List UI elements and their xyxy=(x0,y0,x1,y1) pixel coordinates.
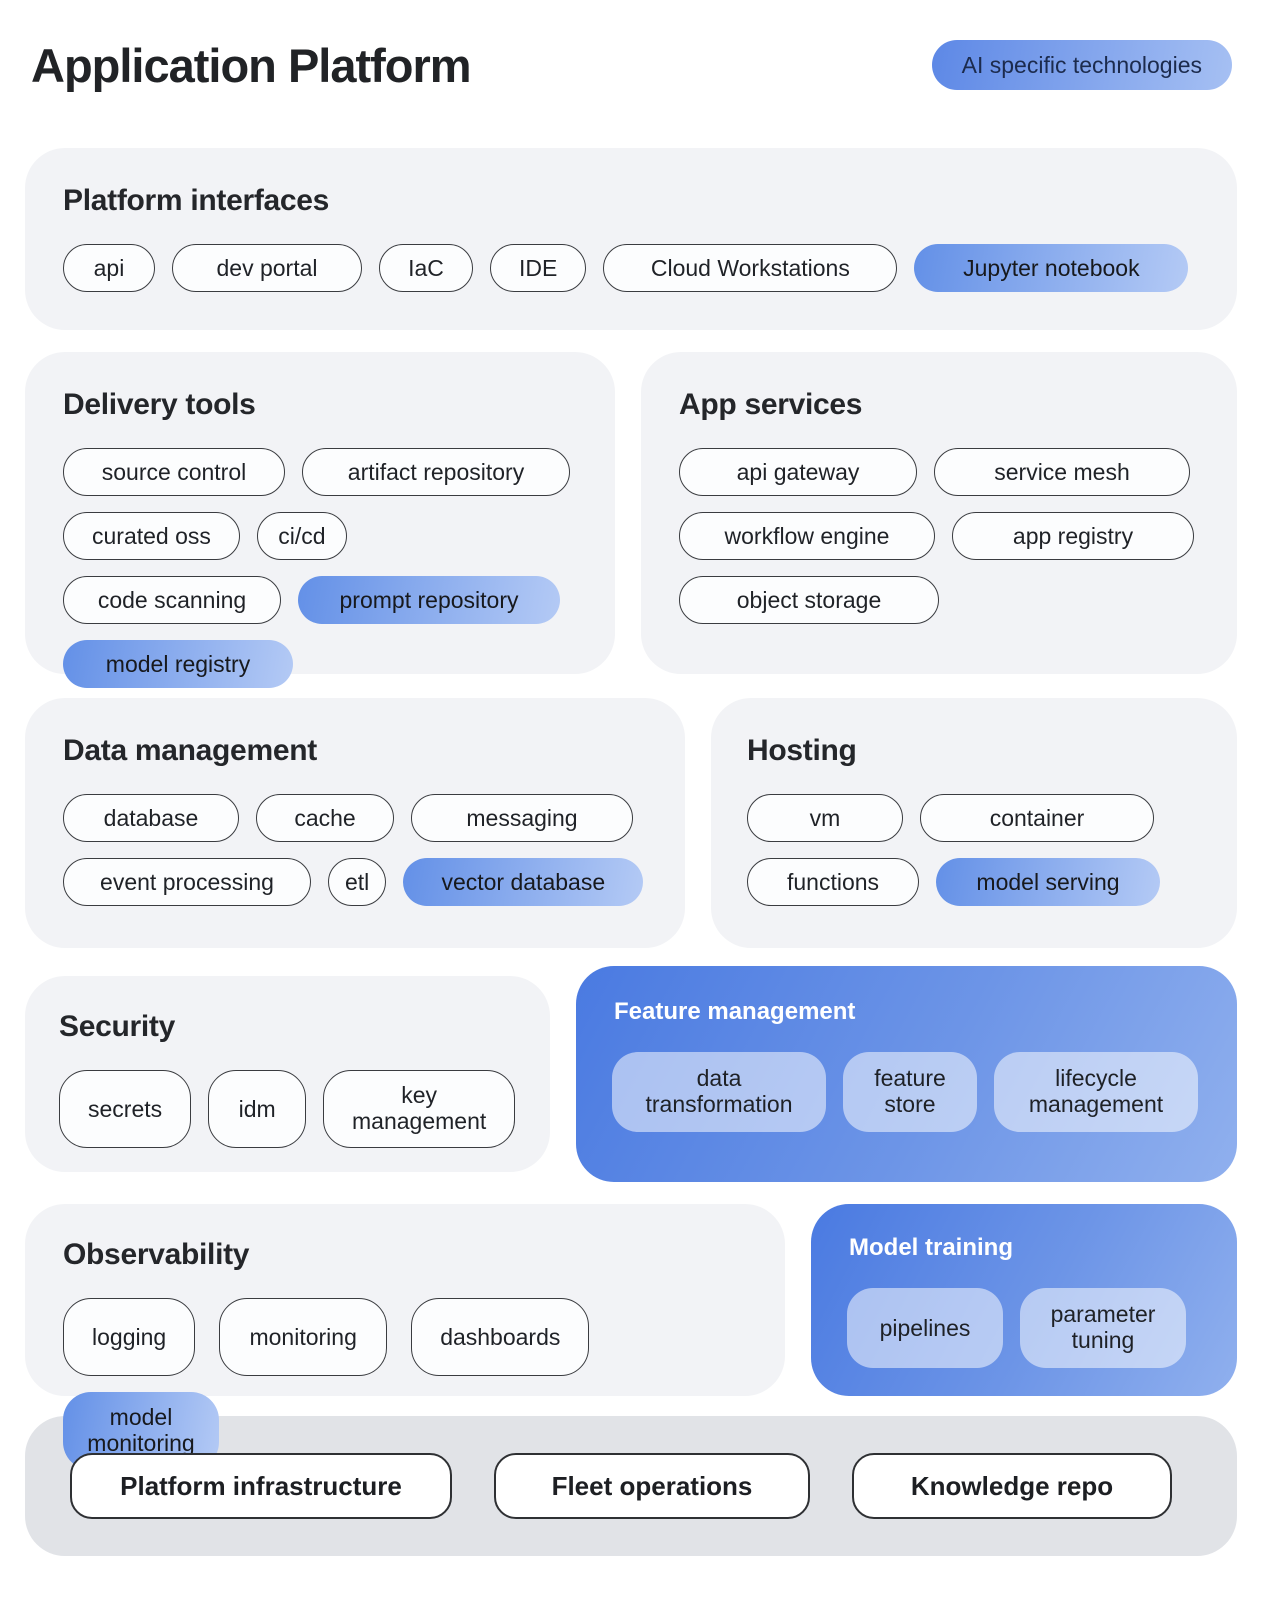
pill-vm: vm xyxy=(747,794,903,842)
footer-pill-knowledge-repo: Knowledge repo xyxy=(852,1453,1172,1519)
page-title: Application Platform xyxy=(31,39,472,92)
pill-row: secrets idm key management xyxy=(59,1070,516,1148)
section-title-observability: Observability xyxy=(63,1238,250,1271)
pill-curated-oss: curated oss xyxy=(63,512,240,560)
row-observability-training: Observability logging monitoring dashboa… xyxy=(25,1204,1237,1470)
pill-jupyter-notebook: Jupyter notebook xyxy=(914,244,1189,292)
section-app-services: App services api gateway service mesh wo… xyxy=(641,352,1237,674)
section-title-data-management: Data management xyxy=(63,734,317,767)
pill-source-control: source control xyxy=(63,448,285,496)
section-model-training: Model training pipelines parameter tunin… xyxy=(811,1204,1237,1396)
pill-cloud-workstations: Cloud Workstations xyxy=(603,244,898,292)
pill-idm: idm xyxy=(208,1070,307,1148)
pill-model-registry: model registry xyxy=(63,640,293,688)
section-security: Security secrets idm key management xyxy=(25,976,550,1172)
section-title-security: Security xyxy=(59,1010,175,1043)
pill-feature-store: feature store xyxy=(843,1052,977,1132)
pill-row: vm container functions model serving xyxy=(747,794,1207,906)
section-title-feature-management: Feature management xyxy=(614,998,856,1025)
pill-parameter-tuning: parameter tuning xyxy=(1020,1288,1186,1368)
section-feature-management: Feature management data transformation f… xyxy=(576,966,1237,1182)
pill-ci-cd: ci/cd xyxy=(256,512,347,560)
pill-key-management: key management xyxy=(323,1070,516,1148)
pill-prompt-repository: prompt repository xyxy=(298,576,560,624)
section-title-hosting: Hosting xyxy=(747,734,857,767)
section-delivery-tools: Delivery tools source control artifact r… xyxy=(25,352,615,688)
pill-etl: etl xyxy=(328,858,387,906)
pill-workflow-engine: workflow engine xyxy=(679,512,935,560)
pill-ide: IDE xyxy=(490,244,587,292)
pill-secrets: secrets xyxy=(59,1070,192,1148)
footer-pill-fleet-operations: Fleet operations xyxy=(494,1453,810,1519)
pill-model-serving: model serving xyxy=(936,858,1160,906)
footer-bar: Platform infrastructure Fleet operations… xyxy=(25,1416,1237,1556)
section-title-app-services: App services xyxy=(679,388,863,421)
pill-row: logging monitoring dashboards model moni… xyxy=(63,1298,747,1470)
section-title-model-training: Model training xyxy=(849,1234,1013,1261)
pill-row: data transformation feature store lifecy… xyxy=(612,1052,1201,1132)
pill-lifecycle-management: lifecycle management xyxy=(994,1052,1198,1132)
section-platform-interfaces: Platform interfaces api dev portal IaC I… xyxy=(25,148,1237,330)
pill-dashboards: dashboards xyxy=(411,1298,590,1376)
pill-pipelines: pipelines xyxy=(847,1288,1003,1368)
pill-vector-database: vector database xyxy=(403,858,644,906)
pill-api: api xyxy=(63,244,155,292)
pill-row: api dev portal IaC IDE Cloud Workstation… xyxy=(63,244,1199,292)
section-title-delivery-tools: Delivery tools xyxy=(63,388,256,421)
pill-code-scanning: code scanning xyxy=(63,576,281,624)
row-delivery-appservices: Delivery tools source control artifact r… xyxy=(25,352,1237,688)
section-data-management: Data management database cache messaging… xyxy=(25,698,685,948)
legend-ai-specific-technologies: AI specific technologies xyxy=(931,40,1232,90)
pill-messaging: messaging xyxy=(411,794,633,842)
pill-artifact-repository: artifact repository xyxy=(302,448,570,496)
pill-app-registry: app registry xyxy=(952,512,1194,560)
pill-data-transformation: data transformation xyxy=(612,1052,826,1132)
pill-row: pipelines parameter tuning xyxy=(847,1288,1201,1368)
section-observability: Observability logging monitoring dashboa… xyxy=(25,1204,785,1470)
pill-monitoring: monitoring xyxy=(219,1298,388,1376)
pill-cache: cache xyxy=(256,794,394,842)
pill-container: container xyxy=(920,794,1154,842)
pill-event-processing: event processing xyxy=(63,858,311,906)
pill-object-storage: object storage xyxy=(679,576,939,624)
pill-row: source control artifact repository curat… xyxy=(63,448,577,688)
pill-logging: logging xyxy=(63,1298,196,1376)
section-hosting: Hosting vm container functions model ser… xyxy=(711,698,1237,948)
row-security-feature: Security secrets idm key management Feat… xyxy=(25,966,1237,1182)
pill-dev-portal: dev portal xyxy=(172,244,362,292)
pill-row: api gateway service mesh workflow engine… xyxy=(679,448,1199,624)
pill-iac: IaC xyxy=(379,244,473,292)
pill-api-gateway: api gateway xyxy=(679,448,917,496)
pill-database: database xyxy=(63,794,239,842)
row-datamgmt-hosting: Data management database cache messaging… xyxy=(25,698,1237,948)
header: Application Platform AI specific technol… xyxy=(25,0,1237,148)
pill-row: database cache messaging event processin… xyxy=(63,794,647,906)
pill-functions: functions xyxy=(747,858,919,906)
section-title-platform-interfaces: Platform interfaces xyxy=(63,184,330,217)
pill-service-mesh: service mesh xyxy=(934,448,1190,496)
footer-pill-platform-infrastructure: Platform infrastructure xyxy=(70,1453,452,1519)
